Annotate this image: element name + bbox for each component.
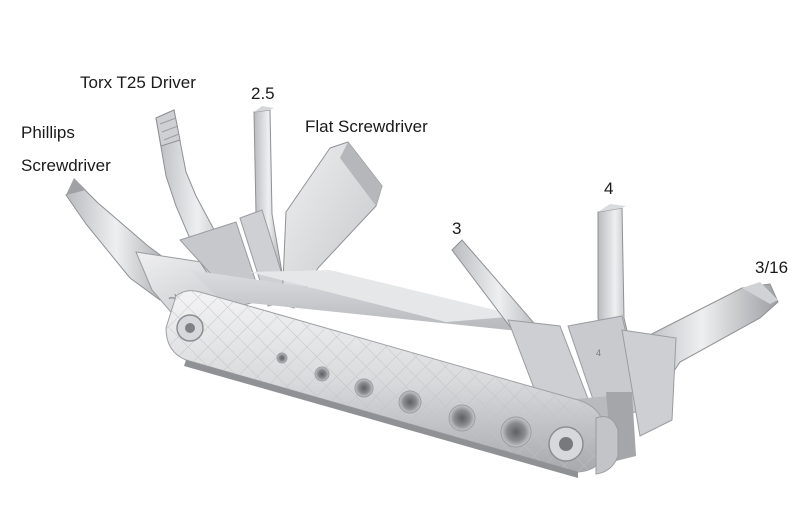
label-hex-3-16: 3/16	[755, 258, 789, 277]
label-phillips-line1: Phillips	[21, 123, 75, 142]
label-hex-3: 3	[452, 219, 462, 238]
hex-key-3	[451, 239, 591, 405]
label-phillips-line2: Screwdriver	[21, 156, 111, 175]
hex-key-3-16	[621, 282, 779, 437]
label-flat: Flat Screwdriver	[305, 117, 428, 136]
label-hex-2-5: 2.5	[251, 84, 275, 103]
label-torx: Torx T25 Driver	[80, 73, 196, 92]
flat-screwdriver-blade	[281, 141, 383, 309]
svg-text:4: 4	[596, 348, 601, 358]
right-end-cap	[595, 416, 619, 475]
top-plate-highlight	[250, 270, 520, 322]
svg-text:7: 7	[165, 293, 178, 303]
label-hex-4: 4	[604, 179, 614, 198]
